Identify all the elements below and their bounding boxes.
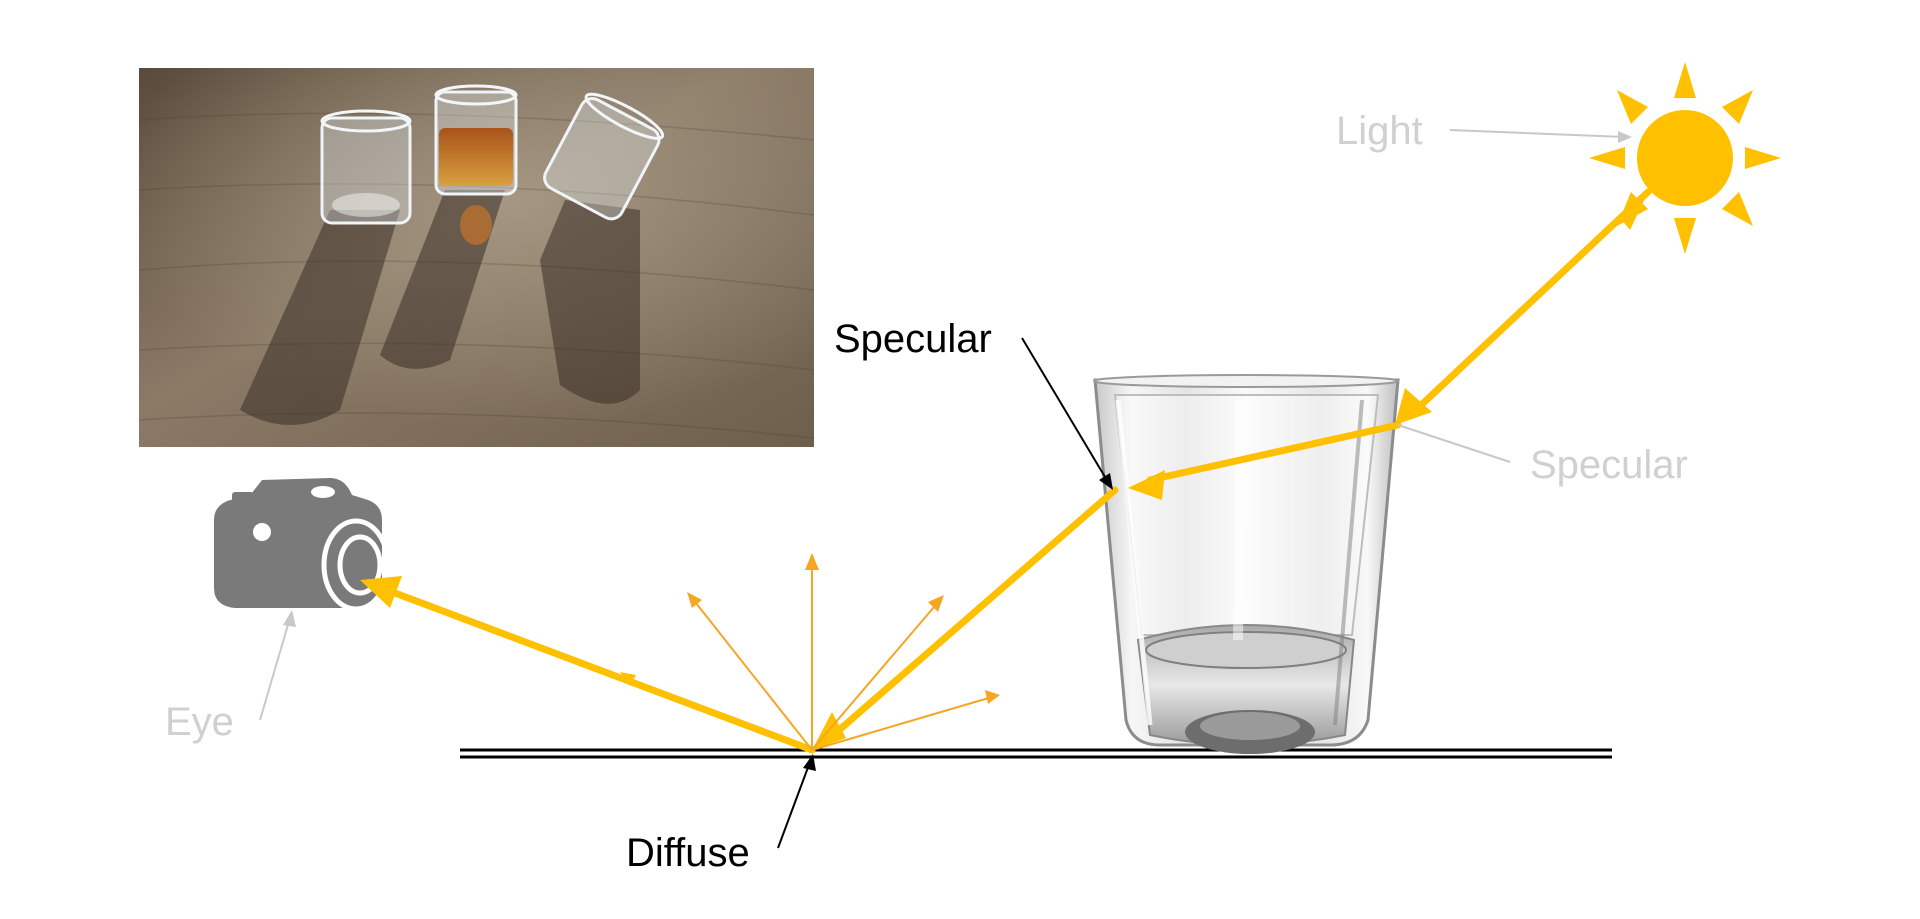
sun-icon xyxy=(1589,62,1781,254)
glasses-on-table-photo xyxy=(138,68,815,447)
specular-top-label: Specular xyxy=(834,317,992,361)
label-pointers xyxy=(259,129,1632,849)
arrowhead-eye xyxy=(360,576,402,608)
empty-glass xyxy=(320,109,412,225)
refracted-ray-top xyxy=(1146,421,1402,484)
ray-to-surface xyxy=(826,486,1119,742)
specular-right-label: Specular xyxy=(1530,443,1688,487)
eye-label: Eye xyxy=(165,700,234,744)
arrowhead-specular xyxy=(1395,388,1432,425)
tipped-glass xyxy=(543,92,665,221)
whisky-glass xyxy=(434,84,518,245)
diffuse-rays xyxy=(691,560,993,751)
diffuse-pointer xyxy=(777,761,811,849)
diffuse-label: Diffuse xyxy=(626,831,750,875)
ground-surface xyxy=(460,748,1612,759)
light-label: Light xyxy=(1336,109,1423,153)
specular-top-pointer xyxy=(1021,337,1109,483)
ray-to-eye xyxy=(391,589,816,754)
shot-glass-illustration xyxy=(1093,374,1400,754)
diffuse-arrowheads xyxy=(687,553,1000,704)
arrowhead-refracted xyxy=(1128,470,1165,500)
arrowhead-sun-origin xyxy=(1620,192,1648,230)
eye-pointer xyxy=(259,617,291,721)
specular-right-pointer xyxy=(1397,424,1511,463)
camera-icon xyxy=(214,478,391,612)
light-rays xyxy=(391,188,1652,754)
incident-ray xyxy=(1414,188,1652,412)
light-pointer xyxy=(1449,129,1626,138)
arrowhead-mid xyxy=(620,672,636,686)
